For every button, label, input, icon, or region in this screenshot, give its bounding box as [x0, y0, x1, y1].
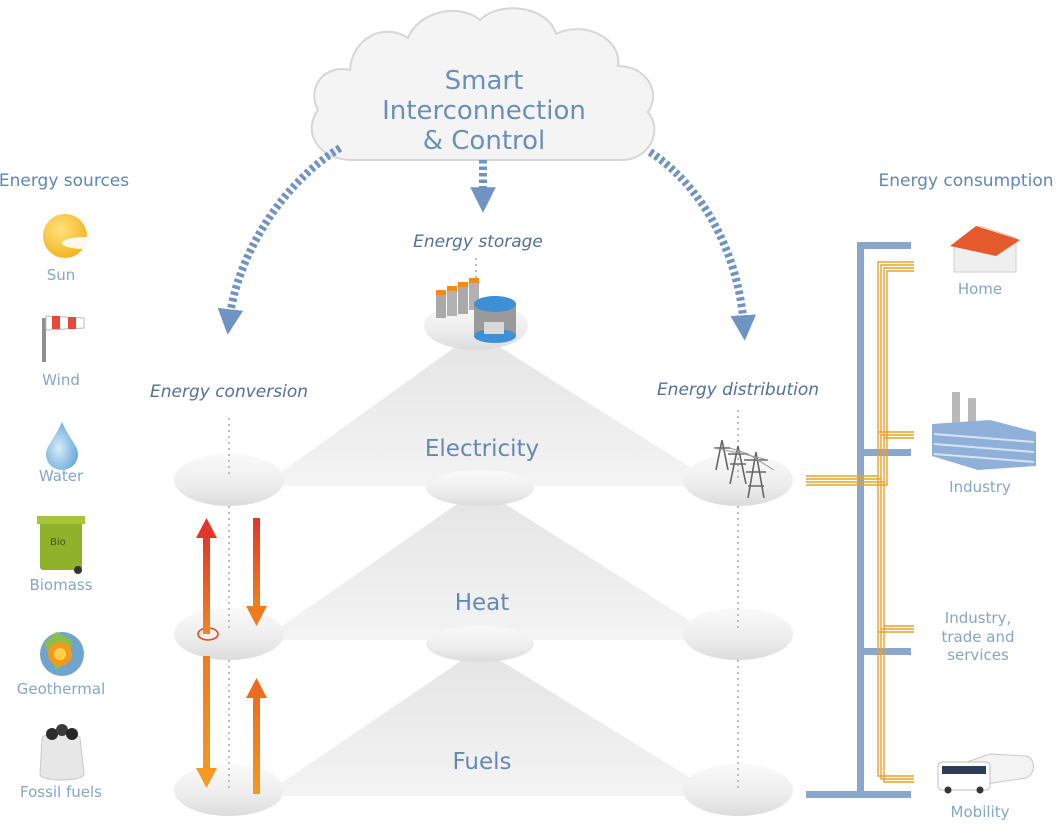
conversion-fuels-disc: [174, 764, 284, 816]
consumption-label-mobility: Mobility: [950, 803, 1010, 821]
bio-bin-icon: Bio: [37, 516, 85, 574]
storage-icon: [436, 278, 516, 343]
source-label-fossil-fuels: Fossil fuels: [19, 783, 103, 801]
consumption-label-industry: Industry: [949, 478, 1011, 496]
electricity-center-disc: [426, 470, 534, 506]
stage-label-distribution: Energy distribution: [656, 380, 820, 400]
stage-label-storage: Energy storage: [413, 232, 543, 252]
distribution-bus: [806, 242, 911, 798]
power-pylon-icon: [713, 439, 775, 499]
distribution-electricity-disc: [683, 454, 793, 506]
house-icon: [950, 225, 1020, 273]
train-bus-icon: [937, 753, 1034, 794]
source-label-water: Water: [38, 467, 84, 485]
earth-core-icon: [40, 632, 84, 676]
factory-icon: [932, 392, 1036, 470]
nodes: [174, 302, 793, 816]
control-arrows: [217, 144, 756, 341]
consumption-label-trade-line2: trade and: [941, 628, 1015, 646]
source-label-biomass: Biomass: [29, 576, 93, 594]
heat-center-disc: [426, 626, 534, 662]
cloud-title-line1: Smart: [444, 66, 524, 96]
feed-lines: [806, 261, 914, 783]
conversion-arrows: [196, 518, 267, 794]
consumption-label-home: Home: [957, 280, 1003, 298]
cloud-shape: [310, 7, 656, 161]
heat-cone: [262, 488, 720, 640]
fuels-cone: [262, 648, 720, 796]
source-label-wind: Wind: [42, 371, 80, 389]
storage-tank-icon: [474, 296, 516, 343]
control-to-conversion-arrow: [217, 144, 343, 335]
electricity-cone: [262, 332, 720, 486]
source-label-geothermal: Geothermal: [16, 680, 106, 698]
svg-text:Bio: Bio: [50, 537, 66, 548]
conversion-electricity-disc: [174, 454, 284, 506]
cloud-title-line3: & Control: [422, 126, 546, 156]
layer-label-fuels: Fuels: [452, 749, 512, 775]
stage-label-conversion: Energy conversion: [149, 382, 309, 402]
windsock-icon: [42, 315, 85, 362]
layer-cones: [262, 332, 720, 796]
sun-icon: [43, 214, 106, 258]
consumption-label-trade-line3: services: [947, 646, 1009, 664]
distribution-heat-disc: [683, 608, 793, 660]
cloud-title-line2: Interconnection: [382, 96, 586, 126]
layer-label-heat: Heat: [454, 590, 510, 616]
coal-sack-icon: [39, 724, 85, 781]
battery-icon: [436, 278, 479, 318]
consumption-label-trade-line1: Industry,: [944, 609, 1012, 627]
energy-consumption-heading: Energy consumption: [878, 171, 1054, 191]
source-label-sun: Sun: [46, 266, 76, 284]
water-drop-icon: [46, 422, 78, 470]
control-to-distribution-arrow: [647, 148, 756, 341]
energy-sources-heading: Energy sources: [0, 171, 130, 191]
layer-label-electricity: Electricity: [424, 436, 540, 462]
distribution-fuels-disc: [683, 764, 793, 816]
